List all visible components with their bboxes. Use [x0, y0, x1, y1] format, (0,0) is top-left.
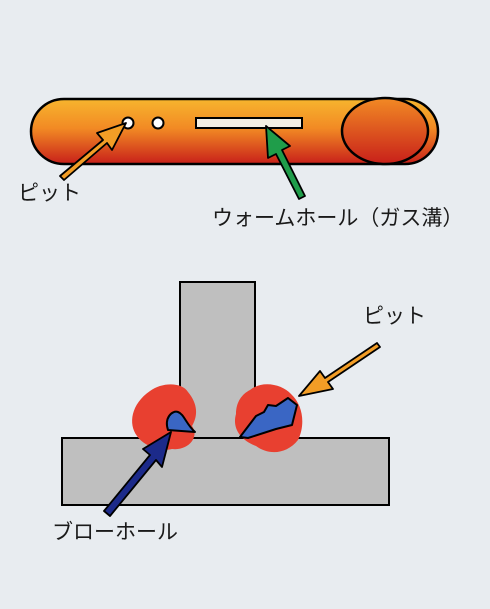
pit-label-right: ピット [363, 304, 426, 328]
blowhole-label: ブローホール [52, 520, 178, 544]
left-spatter [132, 384, 197, 450]
weld-bead [29, 96, 440, 166]
pit-label-top: ピット [18, 181, 81, 205]
wormhole-label: ウォームホール（ガス溝） [212, 206, 464, 230]
wormhole-groove [195, 117, 303, 129]
pit-arrow [59, 122, 127, 181]
pit-hole-2 [151, 116, 165, 130]
blowhole-arrow [103, 431, 172, 517]
base-plate [61, 437, 390, 506]
pit-defect [239, 397, 298, 439]
right-pit-arrow [298, 342, 381, 397]
wormhole-arrow [265, 125, 306, 200]
blowhole [166, 410, 196, 433]
